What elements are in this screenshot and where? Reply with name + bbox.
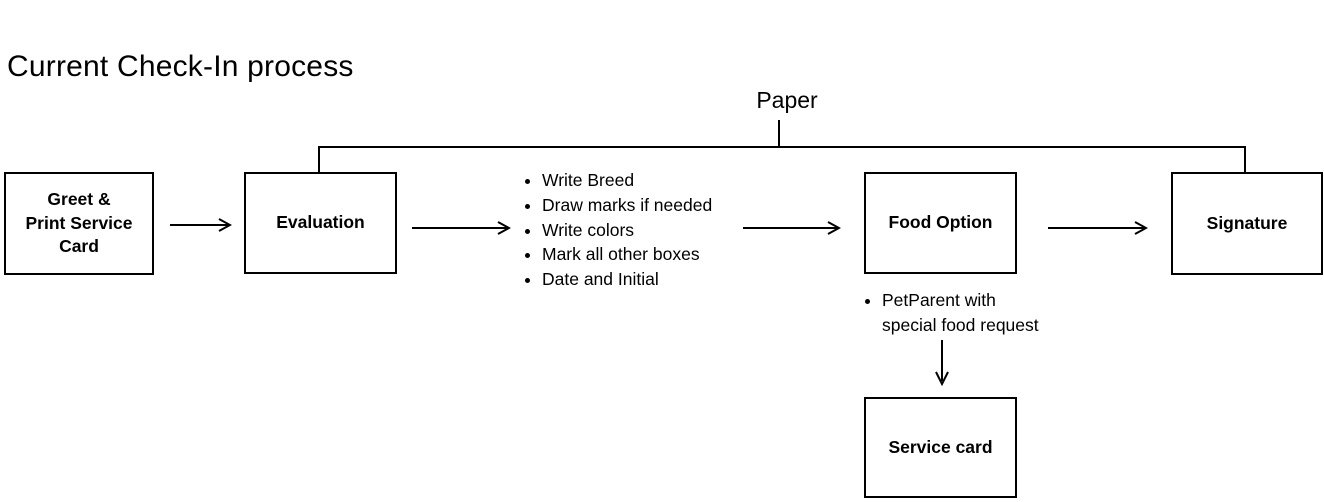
bracket-label: Paper — [756, 87, 818, 113]
bullet-item: Mark all other boxes — [542, 242, 712, 267]
flow-box-greet: Greet & Print Service Card — [4, 172, 154, 275]
arrow-evaluation-to-food — [412, 219, 511, 237]
flow-box-service-card: Service card — [864, 397, 1017, 498]
flow-box-label: Signature — [1206, 212, 1288, 233]
down-arrow-icon — [935, 340, 949, 386]
right-arrow-icon — [170, 218, 232, 232]
flow-box-food-option: Food Option — [864, 172, 1017, 274]
arrow-greet-to-evaluation — [170, 216, 232, 234]
bullet-item: Draw marks if needed — [542, 193, 712, 218]
flow-box-signature: Signature — [1171, 172, 1323, 275]
bracket-tick — [778, 120, 780, 147]
evaluation-notes-list: Write BreedDraw marks if neededWrite col… — [520, 168, 712, 292]
bullet-item: Write colors — [542, 218, 712, 243]
paper-bracket — [318, 146, 1246, 173]
bullet-item: Write Breed — [542, 168, 712, 193]
right-arrow-icon — [412, 221, 511, 235]
flow-box-label: Evaluation — [276, 212, 365, 233]
arrow-food-to-signature — [1048, 219, 1148, 237]
flow-box-evaluation: Evaluation — [244, 172, 397, 274]
flow-box-label: Service card — [888, 436, 993, 457]
right-arrow-icon — [1048, 221, 1148, 235]
food-option-notes-list: PetParent with special food request — [861, 288, 1039, 338]
bullet-item: Date and Initial — [542, 267, 712, 292]
page-title: Current Check-In process — [7, 50, 354, 83]
arrow-notes-to-food — [743, 219, 841, 237]
right-arrow-icon — [743, 221, 841, 235]
bullet-item: PetParent with special food request — [882, 288, 1039, 338]
arrow-food-to-service-card — [932, 340, 952, 386]
flow-box-label: Food Option — [888, 212, 993, 233]
flow-box-label: Greet & Print Service Card — [25, 189, 133, 257]
